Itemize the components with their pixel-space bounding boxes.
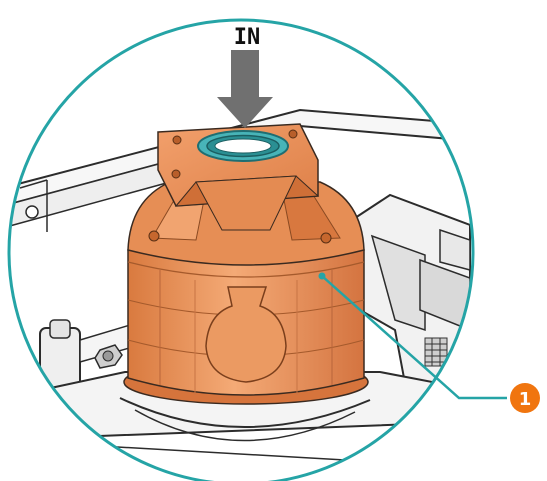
filter-housing bbox=[123, 123, 369, 405]
inlet-arrow bbox=[217, 50, 273, 128]
detail-circle-border bbox=[7, 18, 475, 481]
flow-label: IN bbox=[234, 25, 261, 50]
callout-number-1: 1 bbox=[519, 389, 532, 410]
callout-badge-1: 1 bbox=[510, 383, 540, 413]
callout-leader-1 bbox=[318, 272, 507, 400]
